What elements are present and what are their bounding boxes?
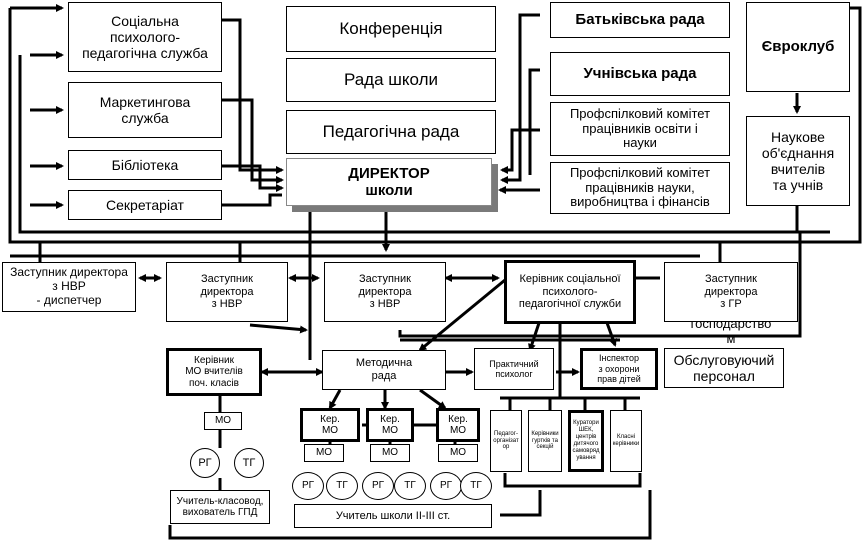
trade-union-science-box: Профспілковий комітет працівників науки,… xyxy=(550,162,730,214)
oval-tg-2-label: ТГ xyxy=(404,480,416,492)
marketing-service-box: Маркетингова служба xyxy=(68,82,222,138)
deputy-gr-box: Заступник директора з ГР xyxy=(664,262,798,322)
oval-rg-primary: РГ xyxy=(190,448,220,478)
deputy-nvr-1-label: Заступник директора з НВР xyxy=(200,273,254,311)
deputy-nvr-2-label: Заступник директора з НВР xyxy=(358,273,412,311)
library-box: Бібліотека xyxy=(68,150,222,180)
oval-rg-primary-label: РГ xyxy=(198,456,212,469)
oval-tg-primary: ТГ xyxy=(234,448,264,478)
conference-box: Конференція xyxy=(286,6,496,52)
mo-primary-box: МО xyxy=(204,412,242,430)
oval-rg-3-label: РГ xyxy=(439,480,453,492)
curators-label: Куратори ШЕК, центрів дитячого самовряд … xyxy=(572,420,600,461)
director-label: ДИРЕКТОР школи xyxy=(348,164,430,199)
students-council-label: Учнівська рада xyxy=(583,65,697,83)
library-label: Бібліотека xyxy=(111,156,179,173)
secretariat-box: Секретаріат xyxy=(68,190,222,220)
mo-1-label: МО xyxy=(315,447,333,459)
deputy-nvr-2-box: Заступник директора з НВР xyxy=(324,262,446,322)
service-staff-box: Обслуговуючий персонал xyxy=(664,348,784,388)
social-service-label: Соціальна психолого- педагогічна служба xyxy=(82,12,208,62)
oval-tg-primary-label: ТГ xyxy=(242,456,256,469)
secretariat-label: Секретаріат xyxy=(106,196,184,213)
deputy-dispatcher-label: Заступник директора з НВР - диспетчер xyxy=(10,265,128,307)
labour-inspector-label: Інспектор з охорони прав дітей xyxy=(597,353,641,385)
school-council-box: Рада школи xyxy=(286,58,496,102)
methodical-council-box: Методична рада xyxy=(322,350,446,390)
students-council-box: Учнівська рада xyxy=(550,52,730,96)
class-teacher-primary-box: Учитель-класовод, вихователь ГПД xyxy=(170,490,270,524)
oval-rg-2: РГ xyxy=(362,472,394,500)
oval-tg-3-label: ТГ xyxy=(470,480,482,492)
methodical-council-label: Методична рада xyxy=(355,357,413,382)
head-mo-2-box: Кер. МО xyxy=(366,408,414,442)
class-teacher-primary-label: Учитель-класовод, вихователь ГПД xyxy=(176,495,264,519)
mo-3-label: МО xyxy=(449,447,467,459)
class-teachers-label: Класні керівники xyxy=(612,434,640,447)
head-mo-primary-box: Керівник МО вчителів поч. класів xyxy=(166,348,262,396)
oval-rg-3: РГ xyxy=(430,472,462,500)
head-mo-3-label: Кер. МО xyxy=(448,413,468,437)
head-mo-3-box: Кер. МО xyxy=(436,408,480,442)
curators-box: Куратори ШЕК, центрів дитячого самовряд … xyxy=(568,410,604,472)
scientific-association-label: Наукове об'єднання вчителів та учнів xyxy=(761,128,835,194)
mo-2-box: МО xyxy=(370,444,410,462)
practical-psychologist-label: Практичний психолог xyxy=(489,358,539,379)
practical-psychologist-box: Практичний психолог xyxy=(474,348,554,390)
head-social-service-label: Керівник соціальної психолого- педагогіч… xyxy=(518,273,622,311)
parents-council-label: Батьківська рада xyxy=(575,11,705,29)
economic-part-label: господарство м xyxy=(690,318,772,346)
teacher-organizer-label: Педагог- організат ор xyxy=(493,430,519,451)
deputy-nvr-1-box: Заступник директора з НВР xyxy=(166,262,288,322)
trade-union-education-box: Профспілковий комітет працівників освіти… xyxy=(550,102,730,156)
teacher-organizer-box: Педагог- організат ор xyxy=(490,410,522,472)
trade-union-science-label: Профспілковий комітет працівників науки,… xyxy=(569,164,711,210)
mo-2-label: МО xyxy=(381,447,399,459)
trade-union-education-label: Профспілковий комітет працівників освіти… xyxy=(569,105,711,151)
director-box: ДИРЕКТОР школи xyxy=(286,158,492,206)
head-mo-1-label: Кер. МО xyxy=(320,413,340,437)
club-leaders-label: Керівники гуртків та секцій xyxy=(531,430,559,451)
mo-3-box: МО xyxy=(438,444,478,462)
oval-tg-2: ТГ xyxy=(394,472,426,500)
teacher-senior-label: Учитель школи ІІ-ІІІ ст. xyxy=(335,509,451,522)
club-leaders-box: Керівники гуртків та секцій xyxy=(528,410,562,472)
head-mo-1-box: Кер. МО xyxy=(300,408,360,442)
pedagogical-council-label: Педагогічна рада xyxy=(322,122,460,142)
parents-council-box: Батьківська рада xyxy=(550,2,730,38)
school-council-label: Рада школи xyxy=(343,70,439,90)
mo-primary-label: МО xyxy=(214,415,232,427)
oval-tg-1: ТГ xyxy=(326,472,358,500)
deputy-dispatcher-box: Заступник директора з НВР - диспетчер xyxy=(2,262,136,312)
euroclub-label: Євроклуб xyxy=(761,38,835,56)
class-teachers-box: Класні керівники xyxy=(610,410,642,472)
oval-rg-1: РГ xyxy=(292,472,324,500)
head-mo-2-label: Кер. МО xyxy=(380,413,400,437)
pedagogical-council-box: Педагогічна рада xyxy=(286,110,496,154)
labour-inspector-box: Інспектор з охорони прав дітей xyxy=(580,348,658,390)
social-service-box: Соціальна психолого- педагогічна служба xyxy=(68,2,222,72)
head-mo-primary-label: Керівник МО вчителів поч. класів xyxy=(185,354,243,389)
marketing-service-label: Маркетингова служба xyxy=(99,93,191,126)
oval-rg-1-label: РГ xyxy=(301,480,315,492)
mo-1-box: МО xyxy=(304,444,344,462)
economic-part-label-box: господарство м xyxy=(664,318,798,346)
head-social-service-box: Керівник соціальної психолого- педагогіч… xyxy=(504,260,636,324)
service-staff-label: Обслуговуючий персонал xyxy=(673,351,775,384)
teacher-senior-box: Учитель школи ІІ-ІІІ ст. xyxy=(294,504,492,528)
scientific-association-box: Наукове об'єднання вчителів та учнів xyxy=(746,116,850,206)
oval-tg-3: ТГ xyxy=(460,472,492,500)
euroclub-box: Євроклуб xyxy=(746,2,850,92)
conference-label: Конференція xyxy=(339,19,443,39)
deputy-gr-label: Заступник директора з ГР xyxy=(704,273,758,311)
oval-tg-1-label: ТГ xyxy=(336,480,348,492)
oval-rg-2-label: РГ xyxy=(371,480,385,492)
